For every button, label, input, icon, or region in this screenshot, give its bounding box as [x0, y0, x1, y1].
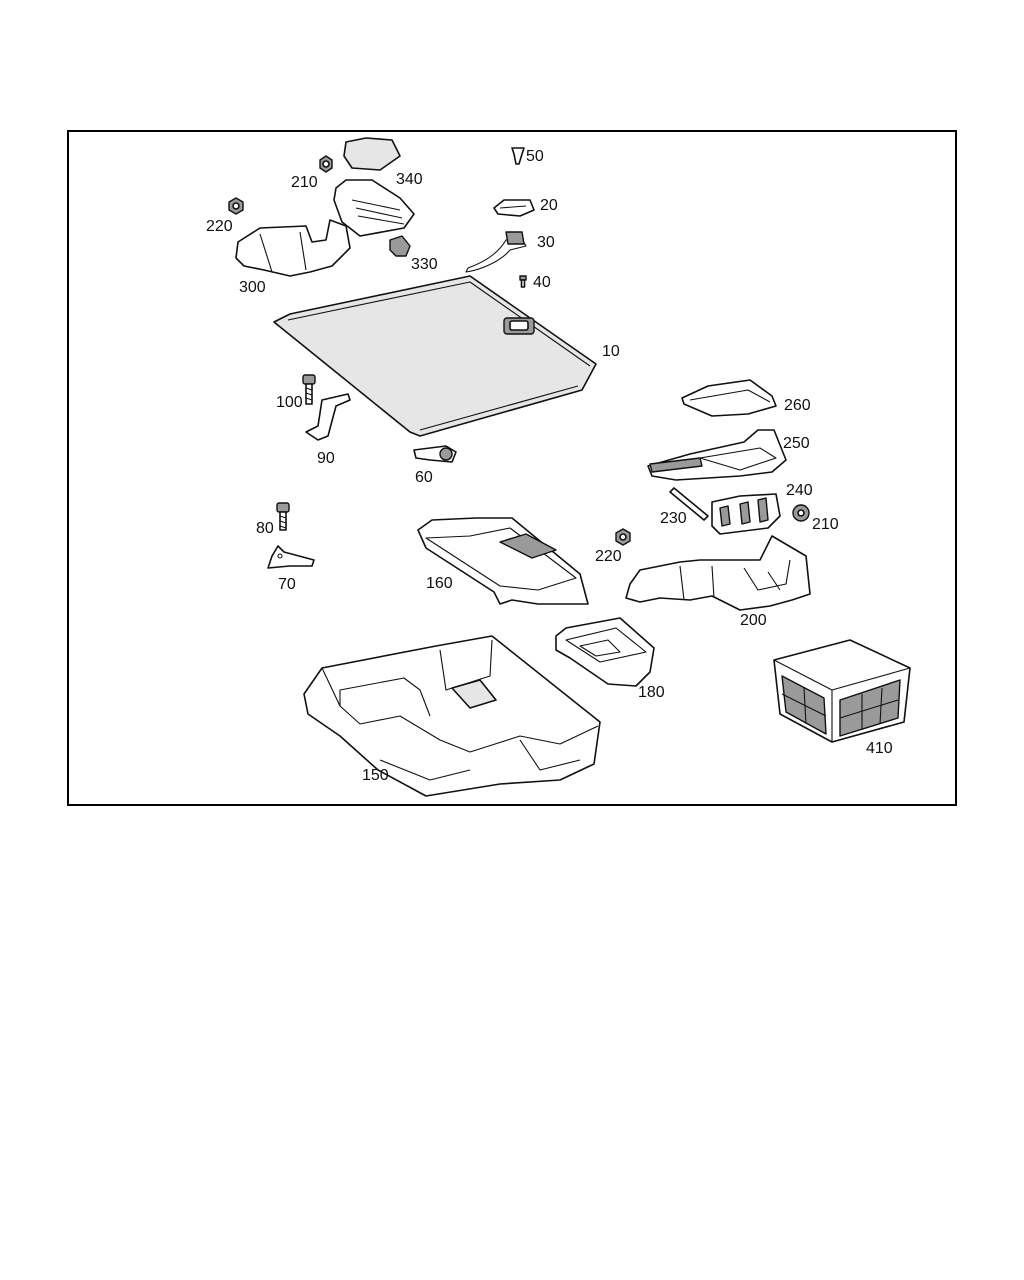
callout-50: 50: [526, 148, 544, 165]
part-90-bracket[interactable]: [305, 393, 351, 441]
diagram-frame: [67, 130, 957, 806]
callout-80: 80: [256, 520, 274, 537]
part-100-bolt[interactable]: [302, 374, 316, 405]
callout-260: 260: [784, 397, 811, 414]
callout-220-middle: 220: [595, 548, 622, 565]
part-230-strip[interactable]: [669, 487, 709, 521]
part-260-lid[interactable]: [681, 379, 777, 417]
part-80-bolt[interactable]: [276, 502, 290, 531]
part-160-tray-cover[interactable]: [417, 517, 589, 605]
callout-150: 150: [362, 767, 389, 784]
part-250-carrier[interactable]: [647, 429, 787, 481]
part-410-crate[interactable]: [773, 639, 911, 743]
callout-60: 60: [415, 469, 433, 486]
part-200-side-tray[interactable]: [625, 535, 811, 611]
part-210-nut-top[interactable]: [319, 155, 333, 173]
part-40-screw[interactable]: [519, 275, 527, 288]
callout-330: 330: [411, 256, 438, 273]
part-220-nut-left[interactable]: [228, 197, 244, 215]
part-340-cover[interactable]: [333, 137, 415, 237]
callout-200: 200: [740, 612, 767, 629]
callout-210-right: 210: [812, 516, 839, 533]
callout-410: 410: [866, 740, 893, 757]
part-220-nut-middle[interactable]: [615, 528, 631, 546]
part-70-bracket[interactable]: [267, 545, 315, 569]
callout-210-top: 210: [291, 174, 318, 191]
callout-20: 20: [540, 197, 558, 214]
part-300-trim-panel[interactable]: [235, 219, 351, 277]
part-20-handle[interactable]: [493, 199, 535, 217]
callout-180: 180: [638, 684, 665, 701]
callout-240: 240: [786, 482, 813, 499]
part-60-latch[interactable]: [413, 445, 457, 463]
part-240-module[interactable]: [711, 493, 781, 535]
callout-300: 300: [239, 279, 266, 296]
part-150-floor-tray[interactable]: [303, 635, 601, 797]
callout-220-left: 220: [206, 218, 233, 235]
part-180-box-insert[interactable]: [555, 617, 655, 687]
part-50-clip[interactable]: [511, 147, 525, 165]
callout-90: 90: [317, 450, 335, 467]
callout-30: 30: [537, 234, 555, 251]
callout-160: 160: [426, 575, 453, 592]
callout-40: 40: [533, 274, 551, 291]
callout-70: 70: [278, 576, 296, 593]
callout-10: 10: [602, 343, 620, 360]
callout-340: 340: [396, 171, 423, 188]
callout-250: 250: [783, 435, 810, 452]
part-30-strap[interactable]: [465, 231, 527, 273]
callout-230: 230: [660, 510, 687, 527]
part-210-nut-right[interactable]: [792, 504, 810, 522]
part-330-clip[interactable]: [389, 235, 411, 257]
callout-100: 100: [276, 394, 303, 411]
part-10-load-floor[interactable]: [273, 275, 597, 437]
